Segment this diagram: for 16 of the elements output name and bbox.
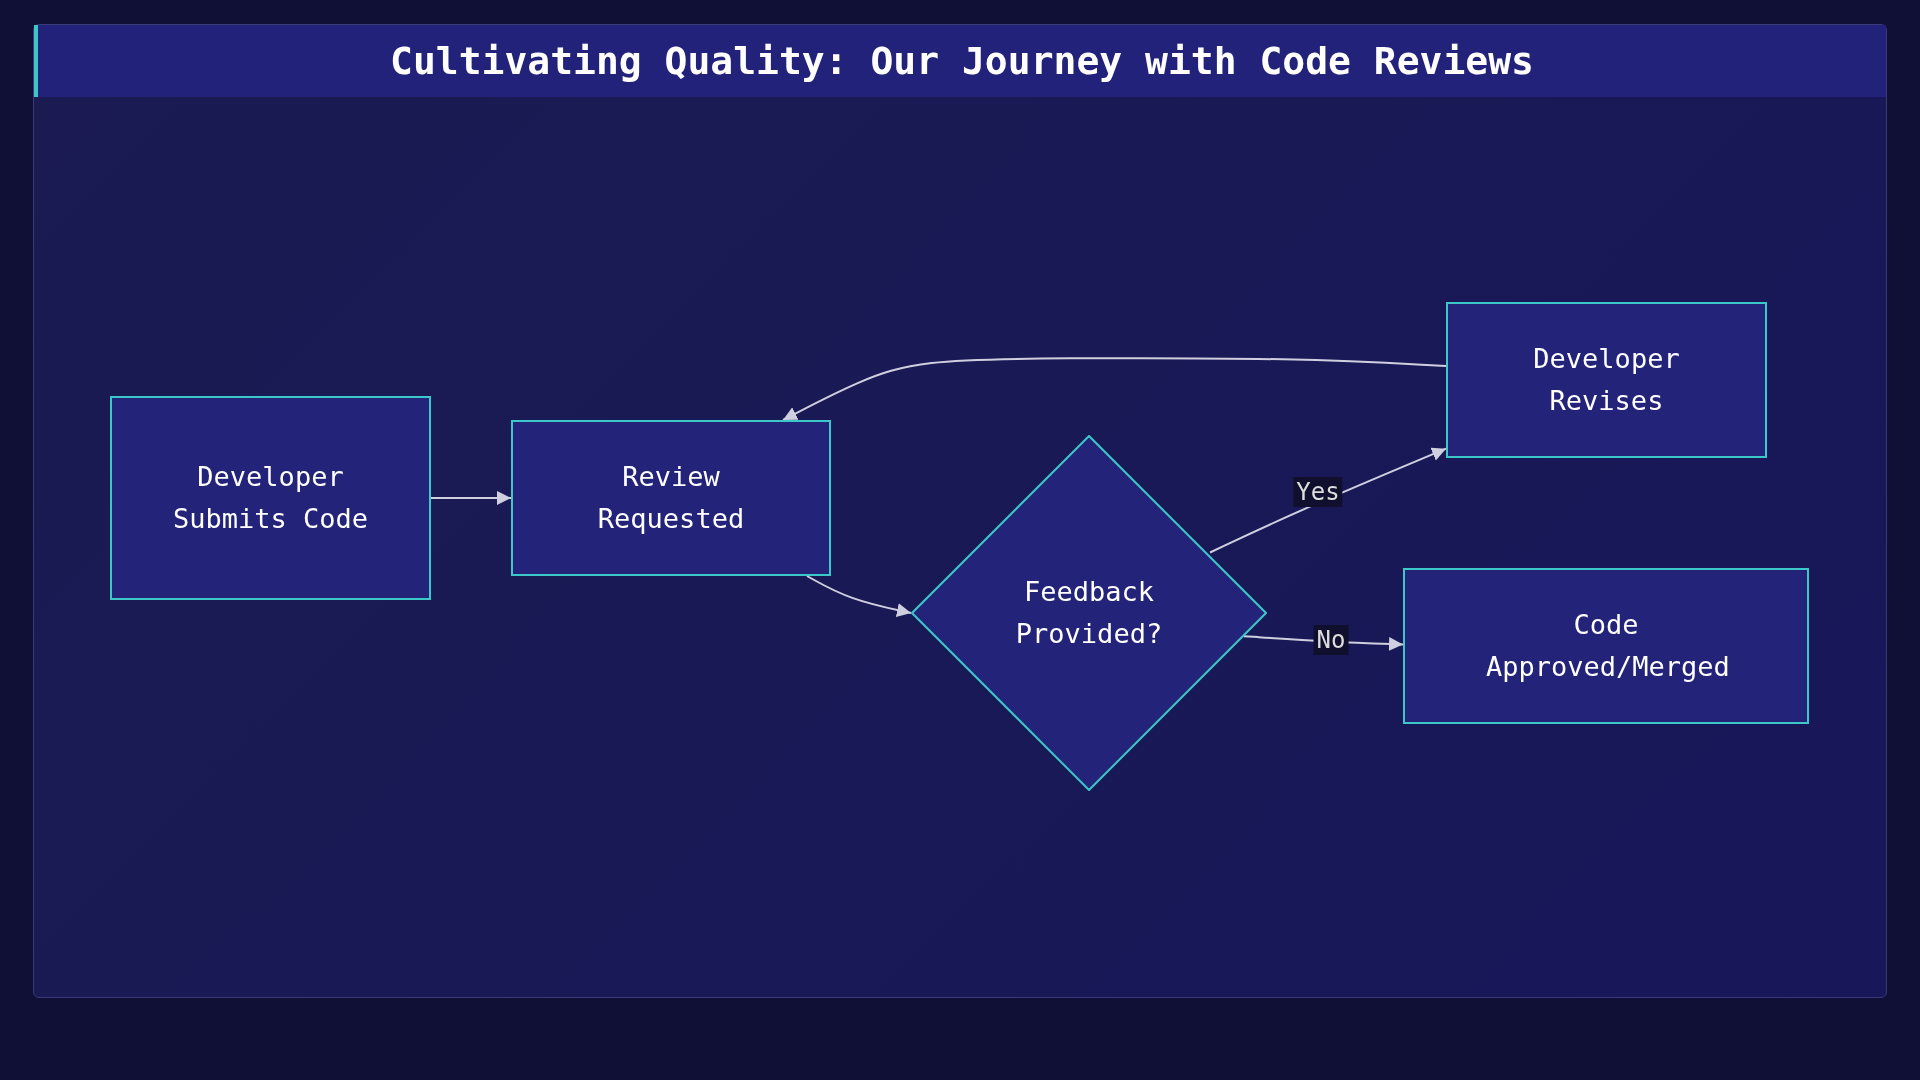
process-box xyxy=(1403,568,1809,724)
edge-label: Yes xyxy=(1293,477,1343,507)
node-label: Code Approved/Merged xyxy=(1486,608,1726,684)
title: Cultivating Quality: Our Journey with Code Reviews xyxy=(390,39,1534,83)
process-box xyxy=(1446,302,1767,458)
node-label: Developer Revises xyxy=(1532,342,1681,418)
node-label: Developer Submits Code xyxy=(171,460,370,536)
arrow xyxy=(782,357,1447,421)
node-label: Review Requested xyxy=(596,460,746,536)
edge-label: No xyxy=(1313,625,1349,655)
arrow xyxy=(806,575,912,617)
decision-diamond xyxy=(911,435,1267,791)
process-box xyxy=(511,420,831,576)
node-label: Feedback Provided? xyxy=(1014,575,1164,651)
process-box xyxy=(110,396,431,600)
arrow xyxy=(430,491,512,505)
